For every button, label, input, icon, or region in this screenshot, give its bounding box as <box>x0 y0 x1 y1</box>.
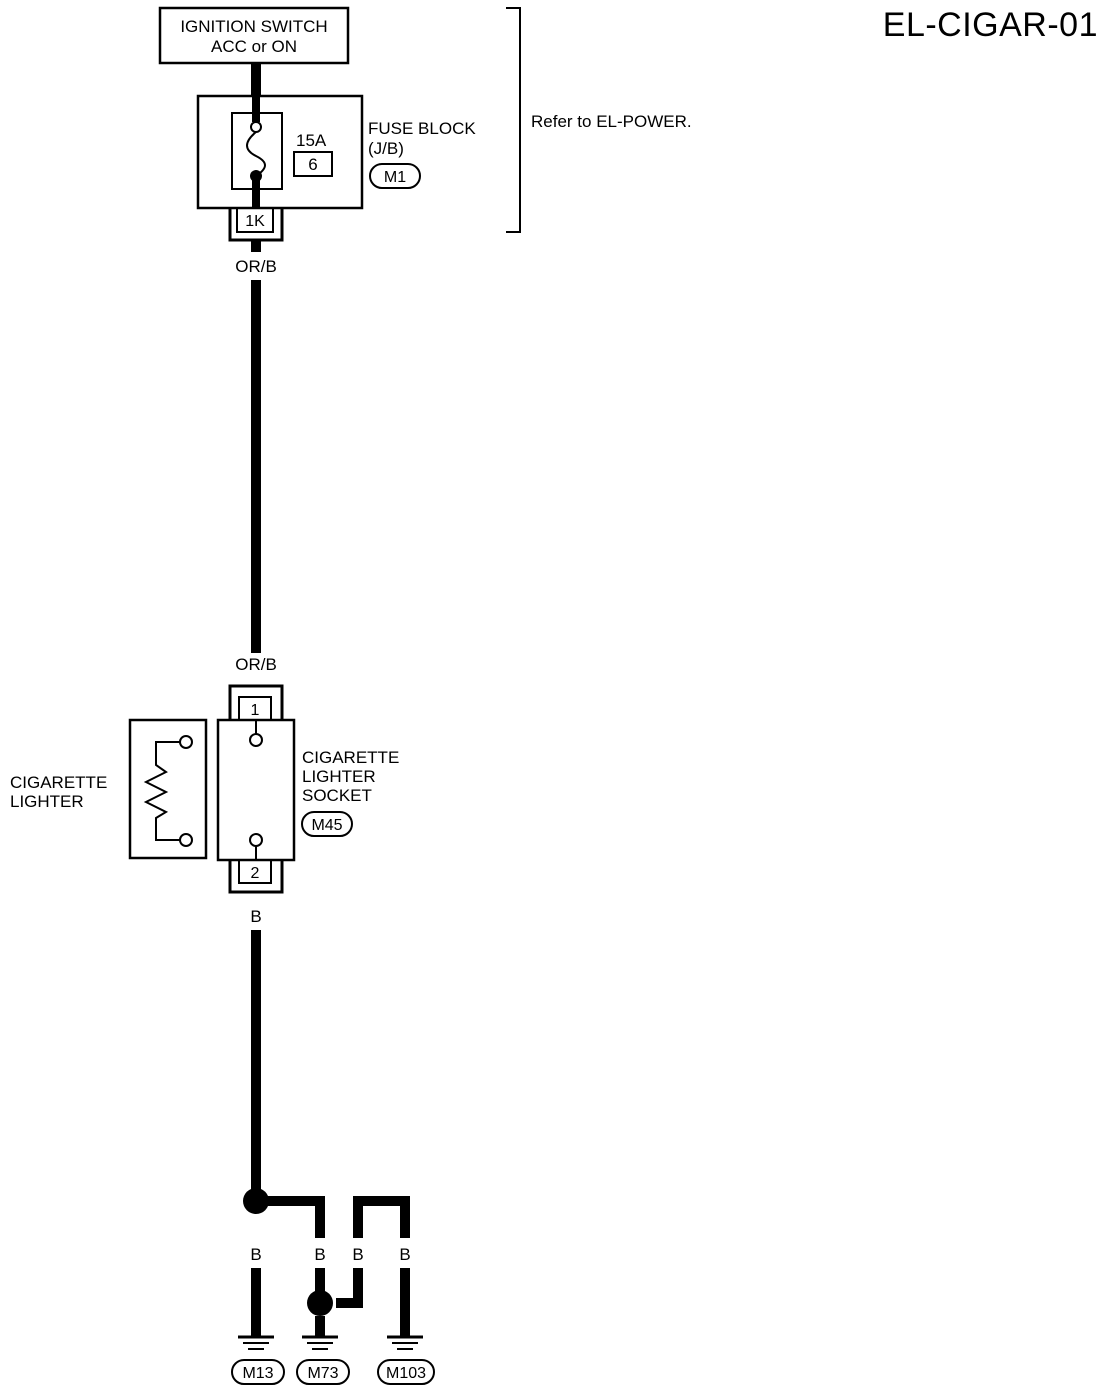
wire-splice-branch <box>268 1196 325 1238</box>
ignition-switch-label-1: IGNITION SWITCH <box>180 17 327 36</box>
terminal-1k: 1K <box>228 207 284 242</box>
splice-point-lower <box>307 1290 333 1316</box>
cigarette-lighter: CIGARETTE LIGHTER <box>10 718 208 860</box>
socket-pin-1-label: 1 <box>251 702 260 719</box>
fuse-terminal-top <box>250 121 262 133</box>
wire-m73-to-m103 <box>353 1196 410 1238</box>
ignition-switch-label-2: ACC or ON <box>211 37 297 56</box>
socket-name-3: SOCKET <box>302 786 372 805</box>
wire-color-ground-2: B <box>314 1245 325 1264</box>
socket-name-1: CIGARETTE <box>302 748 399 767</box>
terminal-1k-label: 1K <box>245 213 265 230</box>
wire-color-ground-4: B <box>399 1245 410 1264</box>
ignition-switch: IGNITION SWITCH ACC or ON <box>158 6 350 65</box>
cigarette-lighter-socket: CIGARETTE LIGHTER SOCKET M45 <box>216 718 399 862</box>
wire-color-top: OR/B <box>235 257 277 276</box>
ground-symbol-m103 <box>387 1335 423 1350</box>
ground-label-m13: M13 <box>242 1365 273 1382</box>
wire-color-socket-out: B <box>250 907 261 926</box>
wire-color-ground-1: B <box>250 1245 261 1264</box>
fuse-block-name-1: FUSE BLOCK <box>368 119 476 138</box>
fuse-block-name-2: (J/B) <box>368 139 404 158</box>
socket-connector: M45 <box>311 817 342 834</box>
fuse-element <box>246 131 266 177</box>
socket-pin-2-label: 2 <box>251 865 260 882</box>
socket-pin-2: 2 <box>228 859 284 894</box>
socket-name-2: LIGHTER <box>302 767 376 786</box>
ground-symbol-m13 <box>238 1335 274 1350</box>
ground-label-m103: M103 <box>386 1365 426 1382</box>
fuse-number: 6 <box>308 155 317 174</box>
ground-connector-m73: M73 <box>296 1359 350 1385</box>
fuse-amperage: 15A <box>296 131 327 150</box>
fuse-block-connector: M1 <box>384 169 406 186</box>
socket-pin-1: 1 <box>228 684 284 721</box>
lighter-label-2: LIGHTER <box>10 792 84 811</box>
fuse-block: 15A 6 FUSE BLOCK (J/B) M1 <box>196 94 476 210</box>
ground-connector-m13: M13 <box>231 1359 285 1385</box>
ground-symbol-m73 <box>302 1335 338 1350</box>
socket-terminal-top <box>249 733 263 747</box>
reference-note: Refer to EL-POWER. <box>531 112 692 131</box>
reference-bracket <box>506 7 521 233</box>
ground-label-m73: M73 <box>307 1365 338 1382</box>
ground-connector-m103: M103 <box>377 1359 435 1385</box>
lighter-label-1: CIGARETTE <box>10 773 107 792</box>
lighter-heating-element <box>143 741 180 841</box>
page-code: EL-CIGAR-01 <box>883 6 1098 44</box>
wire-color-ground-3: B <box>352 1245 363 1264</box>
socket-terminal-bottom <box>249 833 263 847</box>
wire-color-socket-in: OR/B <box>235 655 277 674</box>
splice-point-upper <box>243 1188 269 1214</box>
